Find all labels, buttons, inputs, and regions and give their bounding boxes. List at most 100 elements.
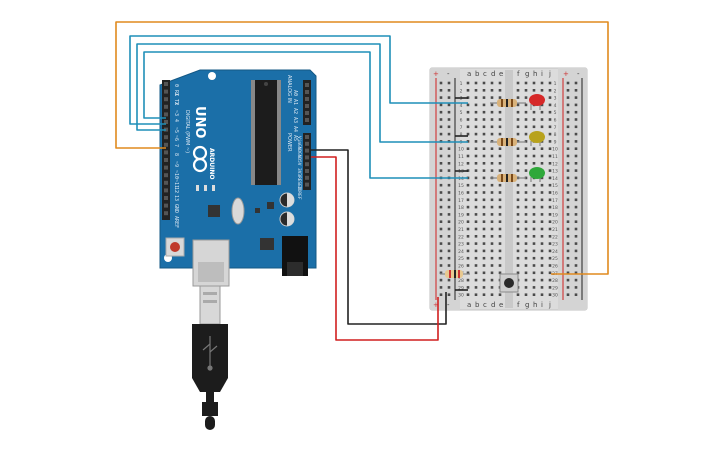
breadboard-hole[interactable] (498, 256, 502, 260)
breadboard-hole[interactable] (466, 191, 470, 194)
power-pin-hole[interactable] (305, 141, 309, 146)
resistor-green-led[interactable] (490, 174, 526, 182)
breadboard-hole[interactable] (540, 89, 544, 92)
breadboard-hole[interactable] (532, 183, 536, 187)
breadboard-hole[interactable] (482, 132, 486, 136)
breadboard-hole[interactable] (524, 235, 528, 238)
digital-pin-hole[interactable] (164, 97, 168, 102)
breadboard-hole[interactable] (516, 162, 520, 165)
breadboard-hole[interactable] (439, 118, 443, 121)
breadboard-hole[interactable] (482, 271, 486, 275)
breadboard-hole[interactable] (498, 271, 502, 275)
breadboard-hole[interactable] (439, 89, 443, 92)
resistor-pushbutton[interactable] (440, 270, 470, 278)
breadboard-hole[interactable] (524, 249, 528, 253)
breadboard-hole[interactable] (574, 256, 578, 260)
breadboard-hole[interactable] (466, 256, 470, 260)
digital-pin-hole[interactable] (164, 196, 168, 200)
breadboard-hole[interactable] (474, 132, 478, 136)
breadboard-hole[interactable] (574, 264, 578, 267)
breadboard-hole[interactable] (574, 176, 578, 180)
breadboard-hole[interactable] (447, 198, 451, 202)
breadboard-hole[interactable] (516, 96, 520, 99)
breadboard-hole[interactable] (566, 118, 570, 121)
breadboard-hole[interactable] (490, 147, 494, 150)
breadboard-hole[interactable] (548, 147, 552, 150)
breadboard-hole[interactable] (516, 191, 520, 194)
breadboard-hole[interactable] (498, 220, 502, 223)
breadboard-hole[interactable] (466, 198, 470, 202)
breadboard-hole[interactable] (524, 220, 528, 223)
breadboard-hole[interactable] (524, 264, 528, 267)
digital-pin-hole[interactable] (164, 165, 168, 170)
breadboard-hole[interactable] (490, 235, 494, 238)
breadboard-hole[interactable] (524, 169, 528, 172)
breadboard-hole[interactable] (574, 110, 578, 114)
breadboard-hole[interactable] (482, 169, 486, 172)
breadboard-hole[interactable] (566, 183, 570, 187)
breadboard-hole[interactable] (474, 249, 478, 253)
digital-pin-hole[interactable] (164, 135, 168, 140)
breadboard-hole[interactable] (439, 183, 443, 187)
breadboard-hole[interactable] (548, 227, 552, 231)
breadboard-hole[interactable] (516, 81, 520, 85)
breadboard-hole[interactable] (474, 235, 478, 238)
breadboard-hole[interactable] (532, 227, 536, 231)
breadboard-hole[interactable] (574, 205, 578, 209)
breadboard-hole[interactable] (447, 110, 451, 114)
breadboard-hole[interactable] (474, 293, 478, 296)
breadboard-hole[interactable] (466, 227, 470, 231)
breadboard-hole[interactable] (447, 125, 451, 129)
power-pin-hole[interactable] (305, 175, 309, 180)
breadboard-hole[interactable] (498, 147, 502, 150)
breadboard-hole[interactable] (548, 110, 552, 114)
breadboard-hole[interactable] (466, 293, 470, 296)
breadboard-hole[interactable] (540, 242, 544, 245)
breadboard-hole[interactable] (490, 242, 494, 245)
breadboard-hole[interactable] (574, 198, 578, 202)
breadboard-hole[interactable] (498, 169, 502, 172)
breadboard-hole[interactable] (482, 81, 486, 85)
green-led[interactable] (529, 167, 545, 182)
breadboard-hole[interactable] (540, 249, 544, 253)
breadboard-hole[interactable] (490, 278, 494, 282)
breadboard-hole[interactable] (490, 103, 494, 107)
red-led[interactable] (529, 94, 545, 110)
breadboard-hole[interactable] (540, 271, 544, 275)
breadboard-hole[interactable] (439, 249, 443, 253)
breadboard-hole[interactable] (447, 81, 451, 85)
breadboard-hole[interactable] (466, 183, 470, 187)
breadboard-hole[interactable] (447, 132, 451, 136)
analog-pin-hole[interactable] (305, 118, 309, 122)
breadboard-hole[interactable] (439, 162, 443, 165)
breadboard-hole[interactable] (548, 198, 552, 202)
breadboard-hole[interactable] (498, 154, 502, 158)
breadboard-hole[interactable] (532, 242, 536, 245)
breadboard-hole[interactable] (482, 162, 486, 165)
breadboard-hole[interactable] (524, 227, 528, 231)
breadboard-hole[interactable] (474, 118, 478, 121)
breadboard-hole[interactable] (474, 183, 478, 187)
breadboard-hole[interactable] (466, 278, 470, 282)
breadboard-hole[interactable] (516, 89, 520, 92)
wires[interactable] (115, 21, 609, 341)
breadboard-hole[interactable] (498, 198, 502, 202)
breadboard-hole[interactable] (548, 213, 552, 216)
breadboard-hole[interactable] (540, 205, 544, 209)
breadboard-hole[interactable] (447, 118, 451, 121)
breadboard-hole[interactable] (447, 191, 451, 194)
breadboard-hole[interactable] (439, 81, 443, 85)
breadboard-hole[interactable] (498, 162, 502, 165)
breadboard-hole[interactable] (566, 191, 570, 194)
breadboard-hole[interactable] (548, 89, 552, 92)
breadboard-hole[interactable] (466, 271, 470, 275)
breadboard-hole[interactable] (574, 286, 578, 289)
breadboard-hole[interactable] (566, 235, 570, 238)
breadboard-hole[interactable] (524, 286, 528, 289)
power-pin-hole[interactable] (305, 148, 309, 153)
breadboard-hole[interactable] (532, 89, 536, 92)
breadboard-hole[interactable] (439, 147, 443, 150)
breadboard-hole[interactable] (482, 198, 486, 202)
breadboard-hole[interactable] (574, 278, 578, 282)
breadboard-hole[interactable] (482, 205, 486, 209)
